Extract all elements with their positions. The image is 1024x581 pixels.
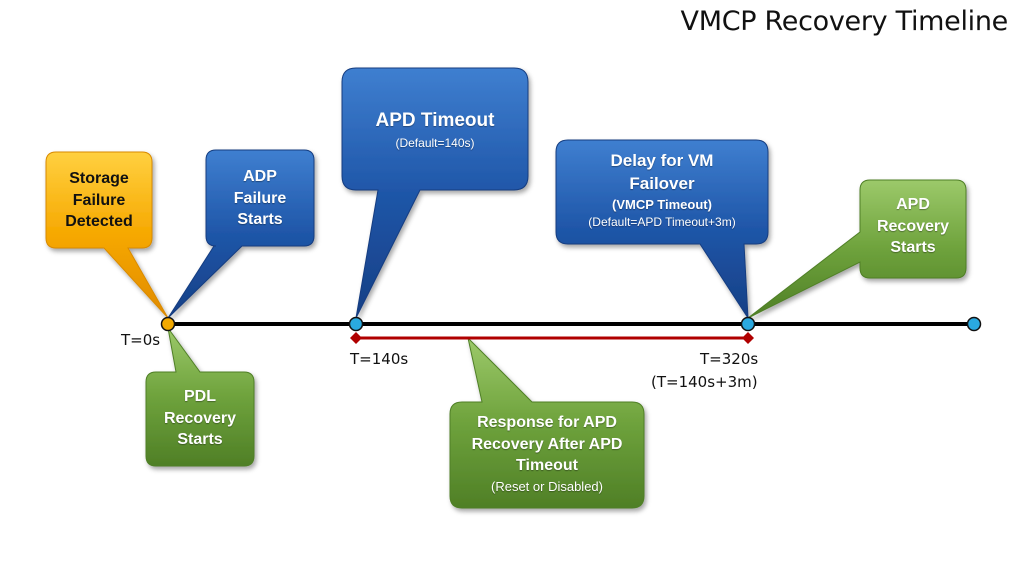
callout-text-line: Failure	[233, 189, 287, 207]
callout-adp-failure-shape	[167, 149, 315, 319]
callout-text-line: Recovery	[163, 409, 237, 427]
callout-text-line: Failure	[72, 191, 126, 209]
callout-delay-failover-shape	[555, 139, 769, 320]
marker-t140	[348, 316, 364, 332]
callout-text-line: Starts	[177, 431, 223, 449]
callout-apd-timeout: APD Timeout (Default=140s)	[342, 108, 528, 152]
callout-text-line: Timeout	[516, 457, 578, 475]
callout-response: Response for APD Recovery After APD Time…	[450, 412, 644, 496]
callout-text-line: Starts	[890, 239, 936, 257]
callout-text-line: PDL	[184, 388, 216, 405]
callout-subtitle: (Default=140s)	[395, 135, 475, 150]
callout-adp-failure: ADP Failure Starts	[206, 166, 314, 231]
callout-subtitle: (Reset or Disabled)	[491, 478, 603, 494]
callout-title: APD Timeout	[375, 110, 495, 131]
marker-sublabel-t320: (T=140s+3m)	[651, 373, 758, 391]
callout-text-line: Delay for VM	[610, 151, 714, 170]
callout-delay-failover: Delay for VM Failover (VMCP Timeout) (De…	[556, 150, 768, 231]
response-bar-end-marker	[742, 332, 754, 344]
callout-text-line: APD	[896, 196, 930, 213]
callout-subtitle: (Default=APD Timeout+3m)	[588, 215, 736, 230]
callout-pdl-recovery: PDL Recovery Starts	[146, 386, 254, 451]
callout-storage-failure-shape	[45, 151, 169, 319]
callout-text-line: Detected	[65, 213, 133, 231]
callout-response-shape	[449, 336, 645, 509]
callout-text-line: Storage	[69, 170, 129, 187]
response-bar-start-marker	[350, 332, 362, 344]
callout-text-line: Recovery	[876, 217, 950, 235]
marker-label-t320: T=320s	[700, 350, 759, 368]
marker-label-t140: T=140s	[350, 350, 409, 368]
callout-pdl-recovery-shape	[145, 327, 255, 467]
marker-label-t0: T=0s	[121, 331, 161, 349]
marker-t0	[160, 316, 176, 332]
marker-end	[966, 316, 982, 332]
callout-subtitle-bold: (VMCP Timeout)	[612, 196, 712, 212]
callout-apd-recovery: APD Recovery Starts	[860, 194, 966, 259]
callout-text-line: Recovery After APD	[471, 435, 623, 453]
marker-t320	[740, 316, 756, 332]
callout-storage-failure: Storage Failure Detected	[46, 168, 152, 233]
diagram-title: VMCP Recovery Timeline	[680, 6, 1009, 37]
callout-text-line: Failover	[629, 173, 695, 193]
callout-apd-recovery-shape	[747, 179, 967, 319]
callout-apd-timeout-shape	[341, 67, 529, 319]
callout-text-line: Starts	[237, 211, 283, 229]
callout-text-line: Response for APD	[477, 414, 617, 431]
callout-text-line: ADP	[243, 168, 277, 185]
